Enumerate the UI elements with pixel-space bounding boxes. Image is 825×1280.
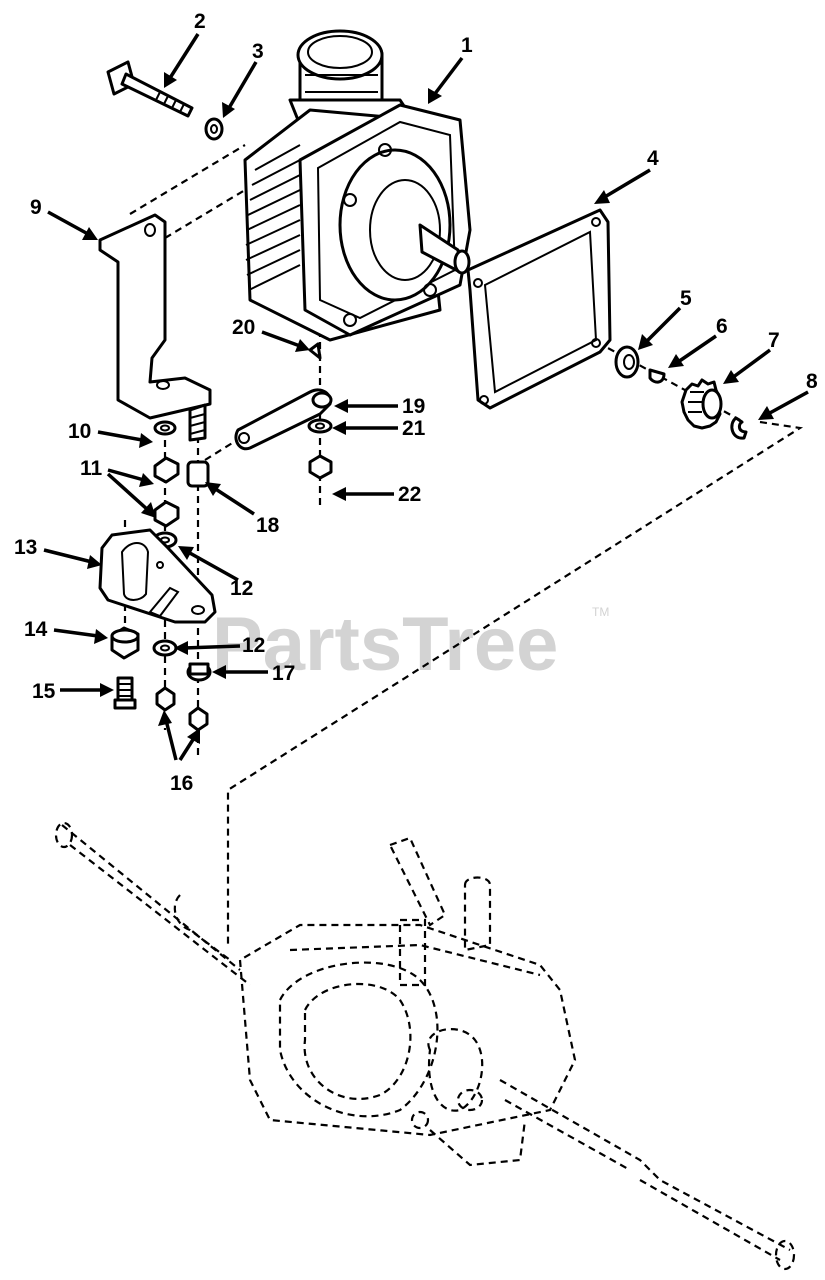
callout-4: 4 [647,147,659,170]
mounting-plate [98,528,217,624]
callout-21: 21 [402,417,426,440]
transaxle-outline [54,821,796,1271]
watermark-brand: PartsTree [212,602,558,687]
callout-6: 6 [716,315,728,338]
gasket [466,208,612,410]
bearing-ring [614,345,640,379]
callout-11: 11 [80,457,103,480]
callout-1: 1 [461,34,473,57]
callout-15: 15 [32,680,56,703]
watermark: PartsTree TM [212,602,609,687]
callout-10: 10 [68,420,91,443]
gear [680,378,723,430]
washer [204,117,224,141]
callout-20: 20 [232,316,255,339]
callout-5: 5 [680,287,692,310]
callout-2: 2 [194,10,206,33]
callout-17: 17 [272,662,295,685]
control-arm [234,342,333,480]
hardware-stack-left [152,403,210,549]
callout-19: 19 [402,395,425,418]
callout-16: 16 [170,772,193,795]
pump-housing [243,29,472,342]
callout-13: 13 [14,536,37,559]
callout-22: 22 [398,483,421,506]
callout-12-upper: 12 [230,577,253,600]
callout-12-lower: 12 [242,634,265,657]
watermark-trademark: TM [592,605,609,619]
callout-8: 8 [806,370,818,393]
callout-7: 7 [768,329,780,352]
callout-3: 3 [252,40,264,63]
callout-18: 18 [256,514,280,537]
bracket [98,213,212,420]
callout-14: 14 [24,618,48,641]
bolt [106,60,194,118]
callout-9: 9 [30,196,42,219]
snap-ring [730,416,748,440]
hardware-stack-lower [110,626,212,732]
key [648,368,666,384]
callout-leaders [43,33,809,761]
callout-labels: 1 2 3 4 5 6 7 8 9 10 11 12 12 13 14 15 1… [14,10,818,795]
